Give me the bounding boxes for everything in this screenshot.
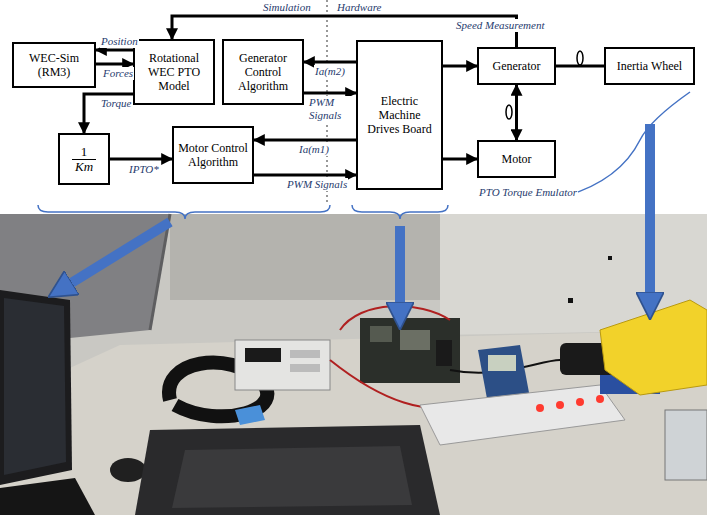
process-box: Generator	[477, 47, 556, 85]
signal-label: Torque	[100, 97, 132, 110]
process-box: Electric Machine Drives Board	[356, 40, 443, 190]
board-part	[370, 326, 392, 342]
process-box: Rotational WEC PTO Model	[133, 39, 215, 105]
text-label: PTO Torque Emulator	[478, 186, 578, 199]
strip-light	[536, 404, 544, 412]
fraction-part: 1	[72, 145, 96, 160]
monitor	[0, 290, 72, 485]
signal-label: Ia(m2)	[314, 65, 346, 78]
signal-arrow	[515, 85, 518, 140]
signal-label: Position	[100, 35, 139, 48]
pointer-arrow	[60, 222, 170, 290]
signal-label: Forces	[102, 67, 134, 80]
mouse	[110, 458, 146, 482]
box-text: Rotational WEC PTO Model	[139, 51, 209, 93]
wall	[0, 214, 707, 515]
box-text: Inertia Wheel	[610, 59, 689, 73]
box-text: Generator Control Algorithm	[228, 51, 298, 93]
drives-board	[360, 318, 460, 383]
keyboard	[0, 478, 95, 515]
signal-label: PWM Signals	[286, 178, 348, 191]
signal-arrow	[443, 158, 477, 161]
pointer-arrow	[645, 124, 655, 306]
shaft-symbol	[577, 51, 583, 65]
monitor-screen	[4, 298, 66, 475]
signal-arrow	[304, 61, 356, 64]
laptop	[135, 425, 440, 515]
signal-arrow	[254, 174, 356, 177]
box-text: Motor	[483, 152, 550, 166]
signal-label: PWM Signals	[308, 96, 354, 122]
signal-label: Speed Measurement	[455, 19, 545, 32]
shaft-symbol	[506, 105, 512, 119]
box-text: Electric Machine Drives Board	[362, 94, 437, 136]
signal-arrow	[304, 92, 356, 95]
desk	[0, 330, 707, 515]
wall-mark	[608, 256, 612, 260]
process-box: WEC-Sim (RM3)	[12, 42, 96, 88]
board-part	[400, 330, 430, 350]
board-part	[436, 340, 452, 366]
bracket	[38, 205, 330, 219]
supply-buttons	[290, 364, 320, 372]
process-box: Inertia Wheel	[604, 47, 695, 85]
pointer-arrow	[395, 226, 405, 316]
strip-light	[556, 401, 564, 409]
supply-display	[245, 348, 281, 362]
power-supply	[235, 340, 330, 390]
signal-label: Ia(m1)	[298, 143, 330, 156]
signal-arrow	[254, 139, 356, 142]
box-text: WEC-Sim (RM3)	[18, 51, 90, 79]
box-text: Generator	[483, 59, 550, 73]
device	[665, 410, 707, 480]
power-strip	[420, 385, 625, 445]
meter-screen	[488, 355, 516, 371]
dyno-housing	[600, 300, 707, 395]
fraction-part: Km	[64, 160, 104, 174]
supply-buttons	[290, 350, 320, 358]
box-text: Motor Control Algorithm	[178, 141, 248, 169]
laptop-keyboard	[172, 446, 412, 508]
wire	[330, 360, 470, 408]
signal-arrow	[556, 65, 604, 68]
process-box: Motor Control Algorithm	[172, 126, 254, 184]
strip-light	[596, 395, 604, 403]
process-box: 1Km	[58, 133, 110, 185]
signal-label: IPTO*	[128, 163, 160, 176]
strip-light	[576, 398, 584, 406]
signal-arrow	[443, 65, 477, 68]
bracket	[352, 205, 448, 219]
process-box: Generator Control Algorithm	[222, 39, 304, 105]
tape	[235, 405, 265, 425]
process-box: Motor	[477, 140, 556, 178]
signal-arrow	[110, 158, 172, 161]
signal-arrow	[96, 49, 133, 52]
text-label: Simulation	[262, 1, 312, 14]
bracket	[566, 92, 690, 196]
text-label: Hardware	[336, 1, 382, 14]
wall-mark	[568, 298, 573, 303]
signal-arrow	[84, 94, 133, 133]
signal-arrow	[96, 63, 133, 66]
